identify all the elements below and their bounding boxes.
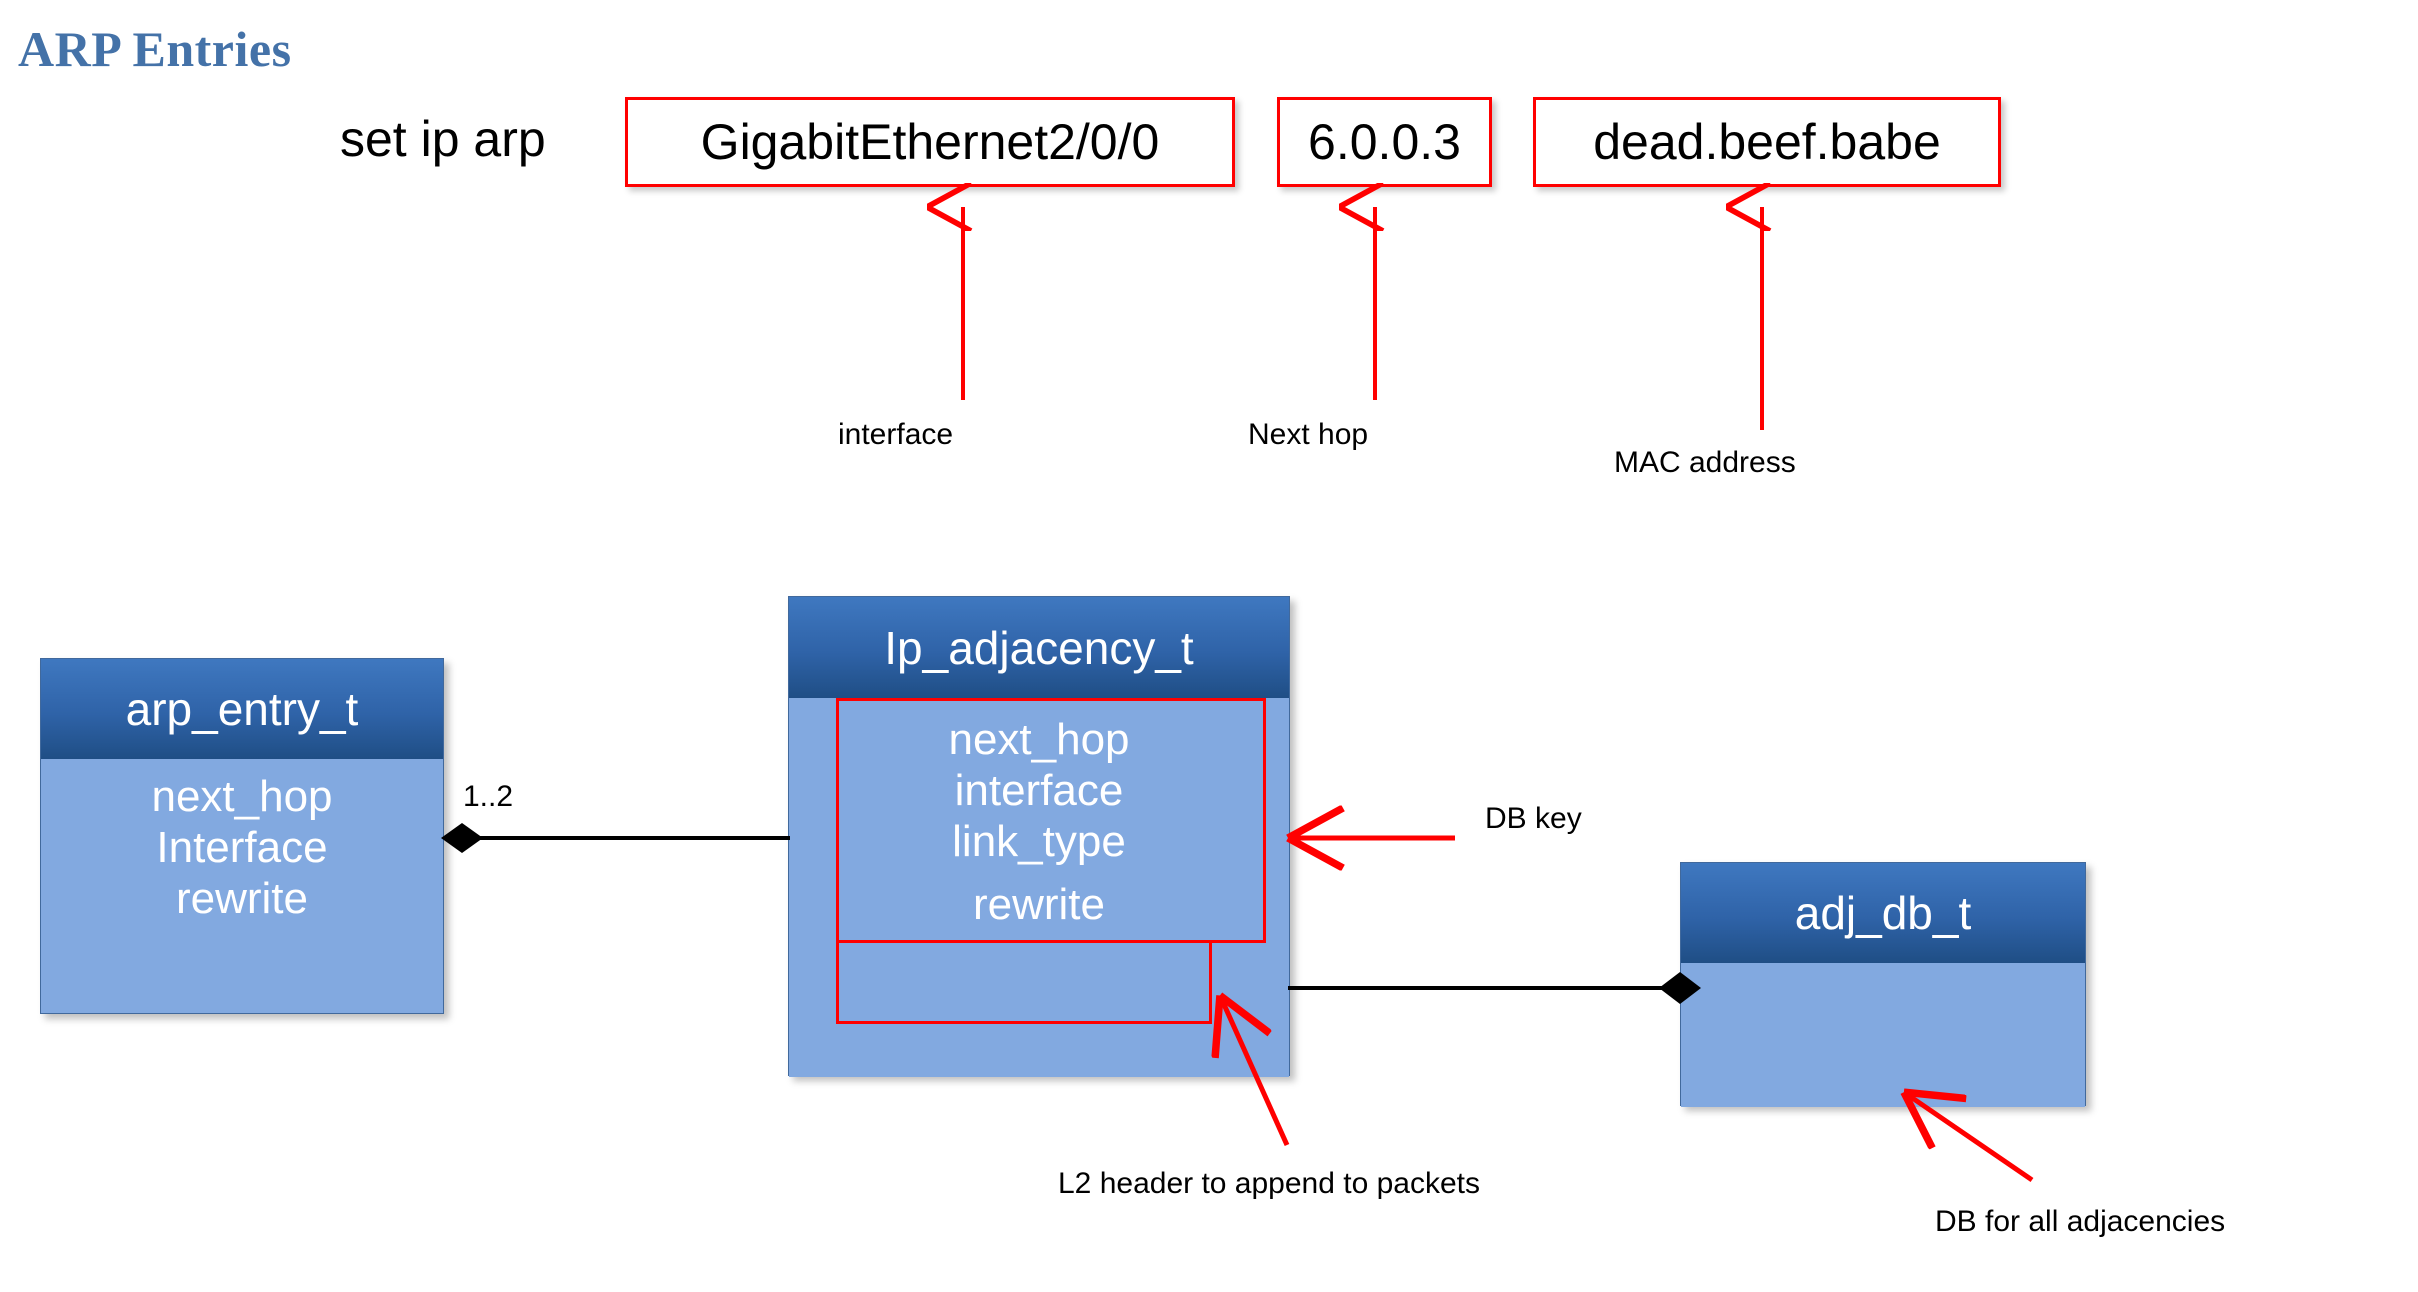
uml-attribute-arp-interface: Interface	[156, 823, 328, 873]
uml-class-adj-db-t[interactable]: adj_db_t	[1680, 862, 2086, 1107]
arrow-db-for-all-adjacencies	[1908, 1095, 2034, 1183]
command-field-mac-address[interactable]: dead.beef.babe	[1533, 97, 2001, 187]
uml-attribute-arp-next-hop: next_hop	[151, 772, 333, 821]
uml-attribute-adj-interface: interface	[954, 766, 1124, 816]
command-field-interface[interactable]: GigabitEthernet2/0/0	[625, 97, 1235, 187]
uml-attribute-arp-rewrite: rewrite	[175, 874, 309, 924]
annotation-l2-header: L2 header to append to packets	[1058, 1167, 1480, 1200]
uml-class-ip-adjacency-t[interactable]: Ip_adjacency_t next_hop interface link_t…	[788, 596, 1290, 1077]
callout-label-next-hop: Next hop	[1248, 418, 1369, 451]
command-field-next-hop[interactable]: 6.0.0.3	[1277, 97, 1492, 187]
callout-label-interface: interface	[838, 418, 954, 451]
command-field-interface-value: GigabitEthernet2/0/0	[700, 114, 1160, 170]
annotation-db-key: DB key	[1485, 802, 1582, 835]
uml-attribute-adj-link-type: link_type	[952, 817, 1126, 867]
uml-attribute-adj-next-hop: next_hop	[948, 715, 1130, 764]
command-field-next-hop-value: 6.0.0.3	[1308, 114, 1461, 170]
uml-class-ip-adjacency-t-title: Ip_adjacency_t	[789, 597, 1289, 698]
uml-class-arp-entry-t-title: arp_entry_t	[41, 659, 443, 759]
command-prefix: set ip arp	[340, 111, 546, 167]
uml-attribute-adj-rewrite: rewrite	[972, 880, 1106, 930]
multiplicity-label-1-2: 1..2	[463, 780, 514, 813]
annotation-db-for-all-adjacencies: DB for all adjacencies	[1935, 1205, 2226, 1238]
uml-class-adj-db-t-title: adj_db_t	[1681, 863, 2085, 963]
callout-label-mac-address: MAC address	[1614, 446, 1796, 479]
uml-class-arp-entry-t[interactable]: arp_entry_t next_hop Interface rewrite	[40, 658, 444, 1014]
uml-class-adj-db-t-body	[1681, 963, 2085, 1107]
command-field-mac-address-value: dead.beef.babe	[1593, 114, 1941, 170]
aggregation-diamond-arp	[441, 823, 483, 853]
page-title: ARP Entries	[18, 21, 292, 77]
